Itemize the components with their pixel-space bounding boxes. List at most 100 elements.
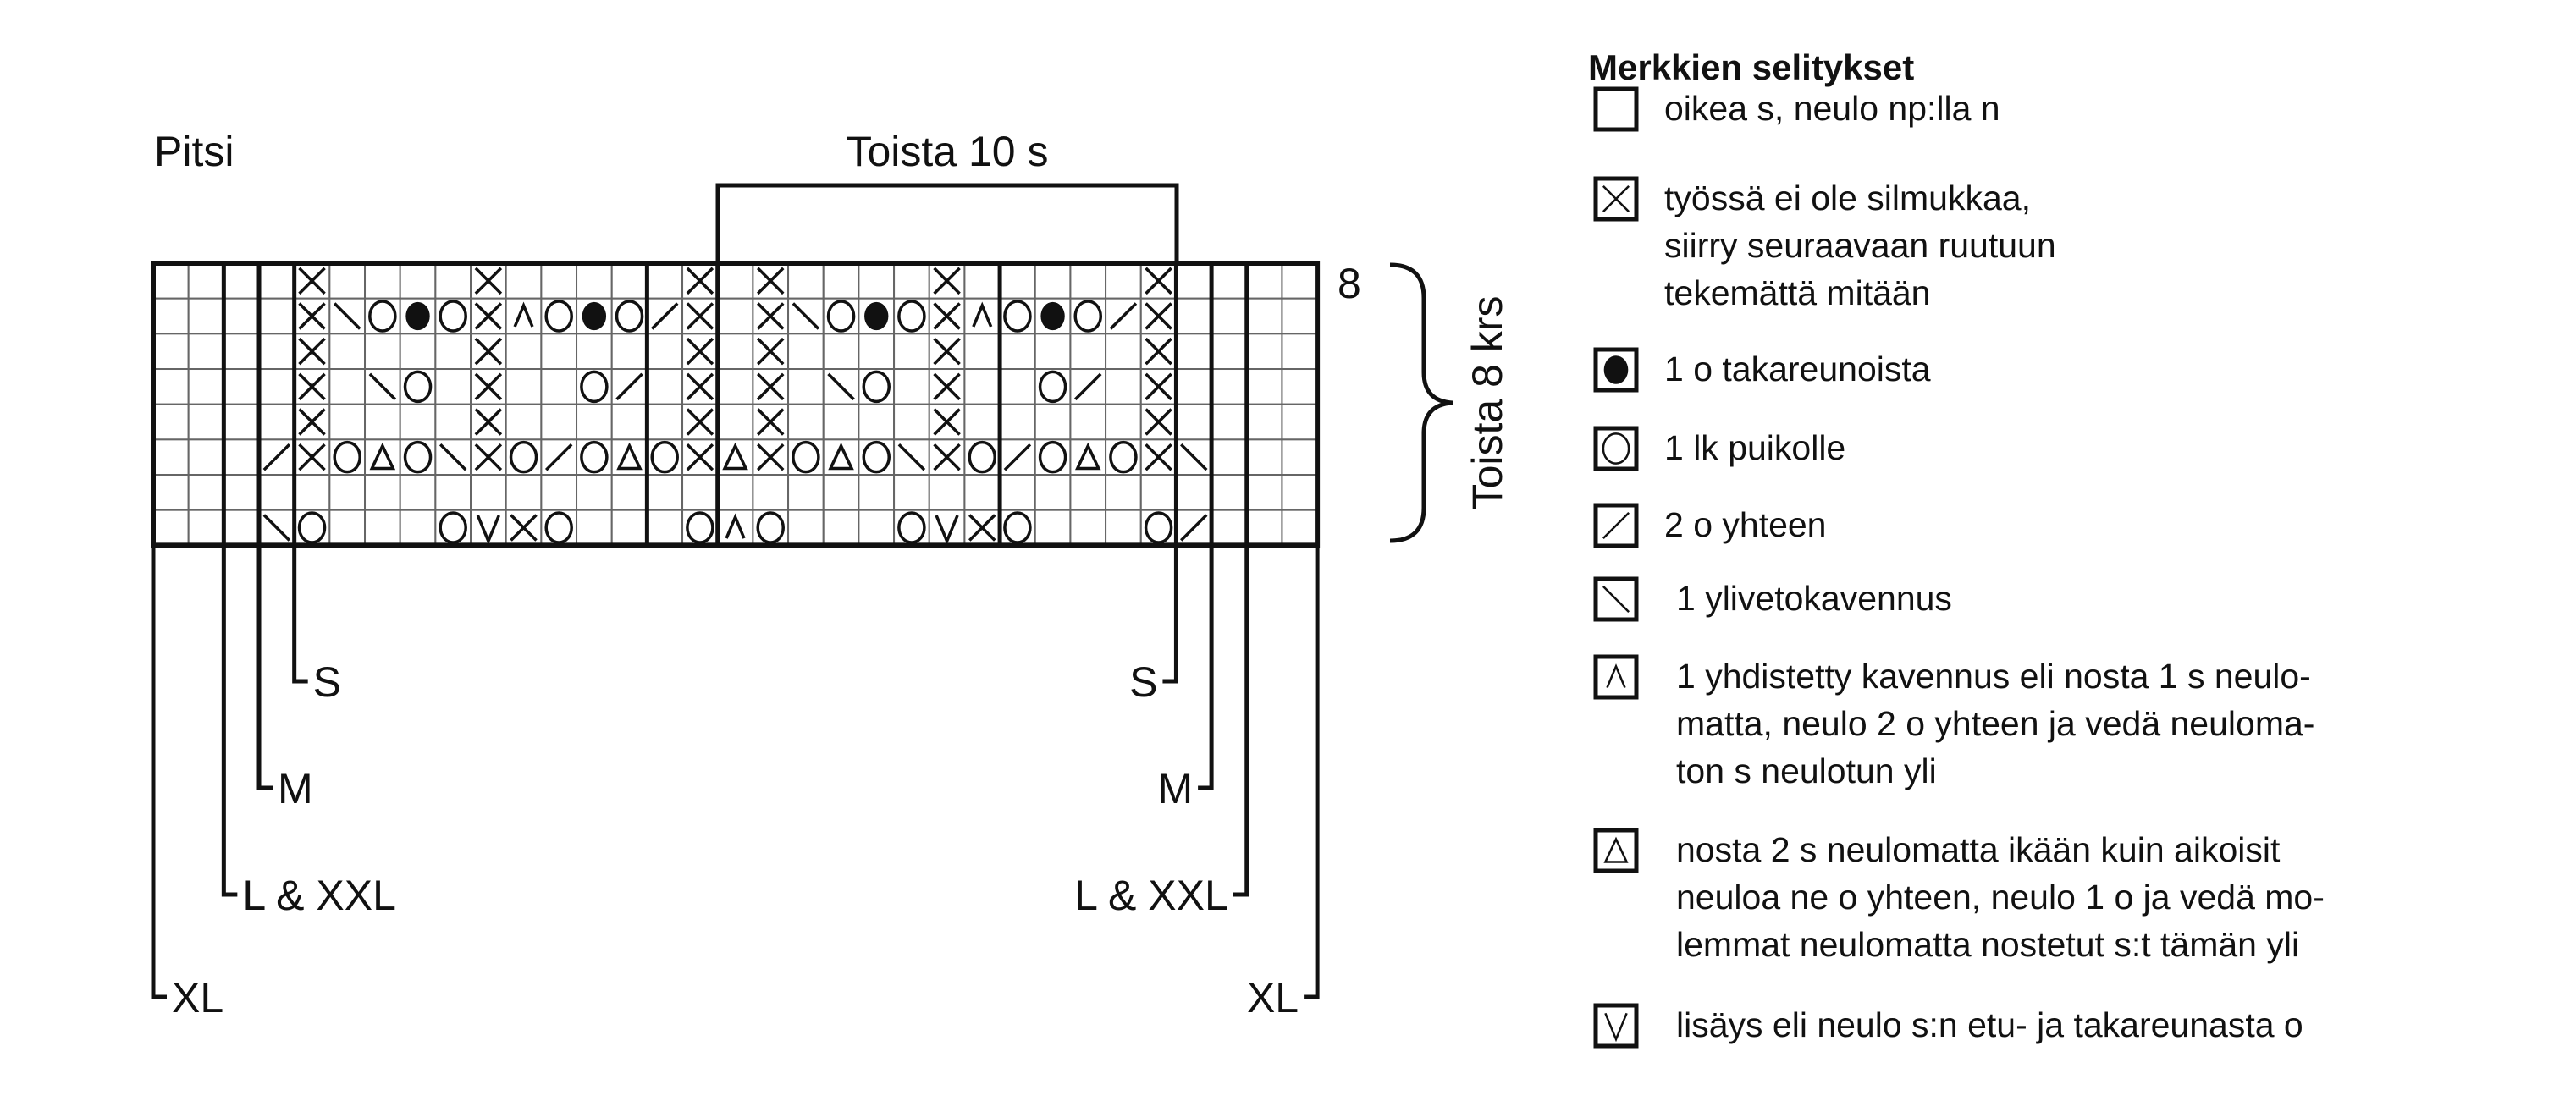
chart-cell-knit — [787, 509, 825, 547]
chart-cell-knit — [858, 262, 896, 300]
legend-item-text: oikea s, neulo np:lla n — [1664, 85, 2000, 132]
chart-cell-no-stitch — [470, 262, 507, 300]
chart-cell-knit — [1211, 333, 1248, 371]
chart-cell-knit — [223, 368, 261, 405]
chart-cell-increase — [470, 509, 507, 547]
chart-cell-knit — [1175, 403, 1213, 441]
chart-cell-knit — [1175, 333, 1213, 371]
chart-cell-knit — [858, 333, 896, 371]
chart-cell-ssk — [258, 509, 295, 547]
chart-cell-knit — [364, 333, 401, 371]
chart-cell-knit — [576, 262, 613, 300]
chart-cell-knit — [1281, 438, 1319, 476]
chart-cell-knit — [505, 403, 543, 441]
chart-cell-no-stitch — [752, 333, 790, 371]
legend-item-s2kp: nosta 2 s neulomatta ikään kuin aikoisit… — [1593, 828, 2325, 968]
chart-cell-no-stitch — [1139, 438, 1178, 476]
chart-cell-knit — [787, 262, 825, 300]
chart-cell-knit — [258, 474, 295, 511]
chart-cell-no-stitch — [928, 368, 966, 405]
chart-cell-knit — [152, 509, 190, 547]
chart-cell-no-stitch — [752, 403, 790, 441]
chart-cell-knit — [893, 262, 930, 300]
chart-cell-k2tog — [1175, 509, 1213, 547]
chart-cell-no-stitch — [681, 438, 719, 476]
chart-cell-no-stitch — [681, 403, 719, 441]
chart-cell-no-stitch — [681, 297, 719, 335]
chart-cell-knit — [1245, 368, 1283, 405]
chart-cell-knit — [1245, 262, 1283, 300]
legend-item-k2tog: 2 o yhteen — [1593, 503, 1827, 548]
chart-cell-ssk — [1175, 438, 1213, 476]
chart-cell-no-stitch — [752, 368, 790, 405]
legend: Merkkien selitykset oikea s, neulo np:ll… — [1588, 44, 2562, 1049]
size-label-right: M — [1157, 765, 1193, 812]
legend-item-ssk: 1 ylivetokavennus — [1593, 576, 1952, 622]
chart-cell-knit — [646, 509, 684, 547]
chart-cell-ssk — [328, 297, 367, 335]
chart-cell-knit — [152, 438, 190, 476]
chart-cell-k2tog — [610, 368, 648, 405]
chart-cell-knit — [681, 474, 719, 511]
chart-cell-knit — [328, 262, 367, 300]
legend-item-sk2p: 1 yhdistetty kavennus eli nosta 1 s neul… — [1593, 654, 2314, 795]
size-line-right — [1304, 545, 1320, 999]
chart-cell-yarn-over — [822, 297, 860, 335]
chart-cell-knit — [610, 333, 648, 371]
chart-cell-knit — [187, 297, 225, 335]
chart-cell-s2kp — [822, 438, 860, 476]
chart-cell-ssk — [787, 297, 825, 335]
legend-text-line: 1 o takareunoista — [1664, 350, 1931, 388]
chart-cell-knit — [540, 333, 578, 371]
chart-grid — [151, 261, 1321, 548]
chart-cell-k-tbl — [1034, 297, 1072, 335]
chart-cell-knit — [1211, 438, 1248, 476]
chart-cell-knit — [540, 474, 578, 511]
chart-cell-knit — [1105, 509, 1142, 547]
chart-cell-knit — [1175, 474, 1213, 511]
chart-cell-knit — [152, 262, 190, 300]
chart-cell-knit — [716, 368, 754, 405]
legend-item-text: 1 yhdistetty kavennus eli nosta 1 s neul… — [1676, 652, 2314, 795]
chart-cell-no-stitch — [293, 438, 331, 476]
no-stitch-icon — [1593, 176, 1639, 222]
chart-cell-knit — [505, 333, 543, 371]
legend-text-line: nosta 2 s neulomatta ikään kuin aikoisit — [1676, 830, 2281, 869]
chart-cell-knit — [434, 262, 472, 300]
chart-cell-ssk — [434, 438, 472, 476]
chart-cell-knit — [328, 509, 367, 547]
chart-cell-no-stitch — [470, 368, 507, 405]
chart-cell-no-stitch — [963, 509, 1001, 547]
chart-cell-knit — [893, 474, 930, 511]
chart-cell-k2tog — [999, 438, 1036, 476]
chart-cell-no-stitch — [1139, 333, 1178, 371]
legend-text-line: 2 o yhteen — [1664, 505, 1827, 544]
chart-cell-k-tbl — [399, 297, 437, 335]
chart-cell-knit — [187, 403, 225, 441]
row-number: 8 — [1338, 260, 1361, 307]
chart-cell-knit — [399, 474, 437, 511]
chart-cell-knit — [576, 509, 613, 547]
chart-cell-knit — [187, 474, 225, 511]
chart-cell-knit — [610, 403, 648, 441]
chart-cell-s2kp — [716, 438, 754, 476]
chart-cell-yarn-over — [364, 297, 401, 335]
chart-cell-knit — [1245, 438, 1283, 476]
size-label-left: S — [313, 658, 341, 706]
chart-cell-no-stitch — [928, 262, 966, 300]
chart-cell-knit — [1105, 403, 1142, 441]
chart-cell-knit — [822, 262, 860, 300]
chart-cell-yarn-over — [540, 297, 578, 335]
chart-cell-knit — [1281, 509, 1319, 547]
chart-cell-knit — [1211, 509, 1248, 547]
chart-cell-knit — [258, 403, 295, 441]
chart-cell-k2tog — [540, 438, 578, 476]
chart-cell-knit — [646, 403, 684, 441]
chart-cell-yarn-over — [752, 509, 790, 547]
chart-cell-yarn-over — [576, 438, 613, 476]
chart-cell-knit — [1245, 333, 1283, 371]
chart-cell-knit — [505, 262, 543, 300]
chart-border — [151, 261, 1321, 548]
chart-cell-knit — [716, 297, 754, 335]
chart-cell-knit — [1034, 333, 1072, 371]
